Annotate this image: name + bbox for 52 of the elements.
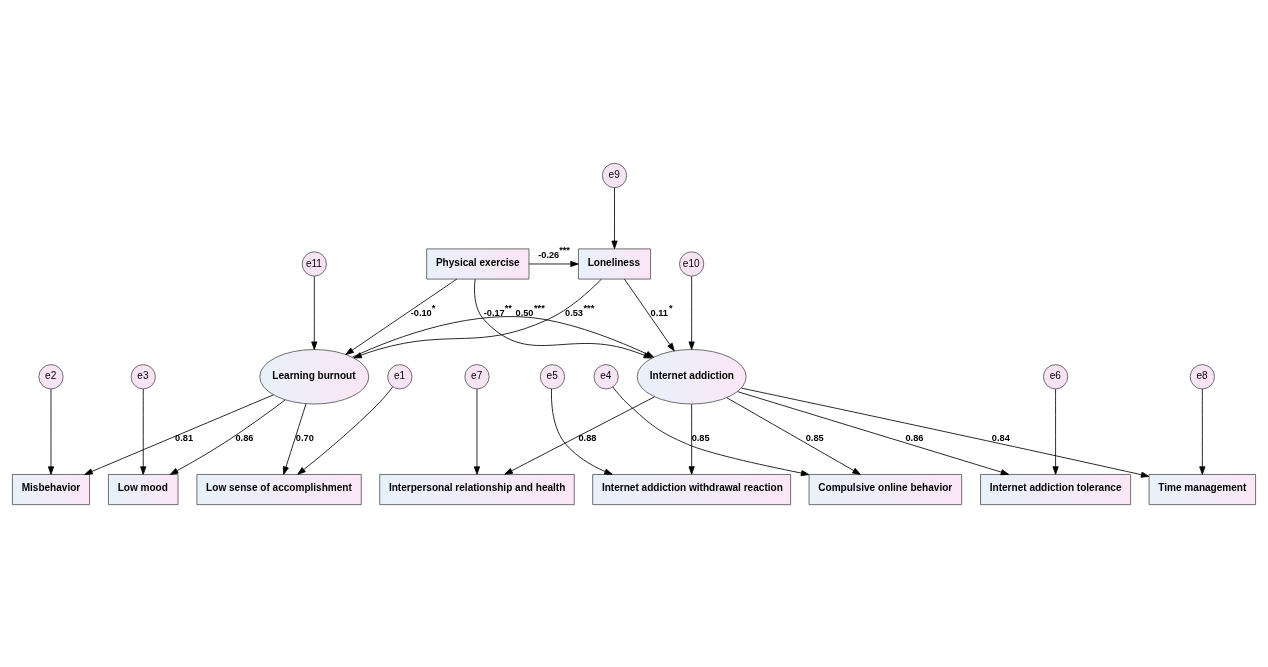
node-box: Time management (1148, 473, 1256, 505)
arrow (612, 386, 810, 476)
edge-label: 0.86 (235, 432, 254, 443)
arrow (311, 275, 318, 350)
arrow (84, 393, 274, 475)
edge-label: 0.81 (175, 432, 194, 443)
arrow (737, 390, 1010, 475)
node-box: Internet addiction withdrawal reaction (592, 473, 791, 505)
arrow (282, 403, 307, 475)
node-box: Misbehavior (12, 473, 90, 505)
arrow (726, 396, 861, 475)
node-circle: e10 (679, 250, 705, 277)
arrow (297, 386, 394, 475)
arrow (1199, 388, 1206, 475)
edge-label: 0.70 (295, 432, 314, 443)
arrow (741, 387, 1150, 478)
node-circle: e6 (1043, 363, 1069, 389)
node-box: Compulsive online behavior (808, 473, 963, 505)
arrow (353, 278, 602, 358)
node-circle: e2 (38, 363, 64, 389)
edge-label: 0.85 (691, 432, 710, 443)
arrow (688, 275, 695, 350)
node-box: Low sense of accomplishment (196, 473, 362, 505)
node-circle: e3 (130, 363, 156, 389)
edge-label: 0.86 (905, 432, 924, 443)
node-circle: e8 (1189, 363, 1215, 389)
edge-label: 0.88 (578, 432, 597, 443)
arrow (140, 388, 147, 475)
node-circle: e9 (601, 162, 628, 188)
edge-label: 0.85 (805, 432, 824, 443)
node-box: Physical exercise (426, 247, 530, 279)
node-box: Low mood (108, 473, 179, 505)
arrow (169, 399, 286, 475)
node-circle: e7 (464, 363, 490, 389)
node-circle: e11 (301, 250, 327, 277)
node-box: Interpersonal relationship and health (379, 473, 575, 505)
arrow (504, 395, 655, 475)
node-box: Internet addiction tolerance (980, 473, 1132, 505)
arrow (688, 403, 695, 475)
edge-label: 0.84 (991, 432, 1010, 443)
arrow (345, 278, 458, 355)
arrow (611, 186, 618, 249)
arrow (47, 388, 55, 475)
node-circle: e5 (539, 363, 566, 389)
arrow (528, 260, 579, 267)
node-box: Loneliness (578, 247, 651, 279)
node-circle: e4 (593, 363, 619, 389)
arrow (1052, 388, 1059, 475)
arrow (551, 388, 613, 475)
node-circle: e1 (387, 363, 413, 389)
arrow (624, 278, 675, 351)
arrow (473, 388, 481, 475)
